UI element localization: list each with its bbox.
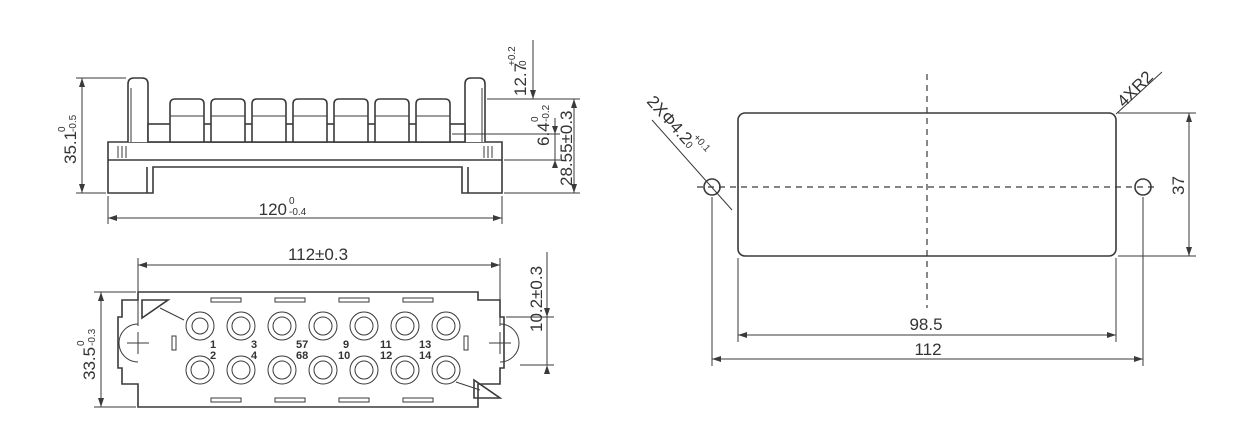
cutout-radius-value: 4XR2: [1113, 67, 1157, 111]
contact-label: 1: [210, 339, 216, 351]
front-view-pitch-value: 112±0.3: [288, 245, 348, 264]
contact-label: 68: [296, 350, 308, 362]
front-view: 1 2 3 4 57 68 9 10 11 12 13 14 112±0.3 3…: [76, 245, 554, 408]
side-view-width-tol-lower: -0.4: [289, 207, 307, 218]
contact-label: 4: [251, 350, 258, 362]
contact-label: 2: [210, 350, 216, 362]
side-view-top-ext-value: 12.7: [511, 63, 530, 96]
side-view-base-outline: [107, 141, 503, 194]
side-view-pin-height-tol-lower: -0.2: [541, 104, 552, 122]
front-view-mount-slot-right: [499, 323, 520, 363]
contact-label: 13: [419, 339, 431, 351]
side-view-pin-height-tol-upper: 0: [530, 116, 541, 122]
side-view-width-value: 120: [259, 200, 287, 219]
front-view-slots: [171, 297, 469, 403]
cutout-height-value: 37: [1169, 176, 1188, 195]
front-view-outline: [117, 291, 505, 408]
front-view-key-triangle-top: [141, 299, 171, 320]
side-view-body-height-value: 28.55±0.3: [557, 110, 576, 186]
contact-label: 3: [251, 339, 257, 351]
cutout-mount-hole-left: [703, 178, 721, 196]
front-view-height-tol-upper: 0: [76, 340, 87, 346]
cutout-pitch-value: 112: [914, 340, 941, 359]
cutout-view: 2XΦ4.2 +0.1 0 4XR2 37 98.5 112: [643, 67, 1196, 366]
side-view: 120 0 -0.4 35.1 0 -0.5 12.7 +0.2 0 6.4: [57, 40, 580, 224]
front-view-height-tol-lower: -0.3: [87, 328, 98, 346]
side-view-latch-ribs: [117, 146, 493, 158]
side-view-total-height-tol-upper: 0: [57, 126, 68, 132]
contact-label: 14: [419, 350, 432, 362]
side-view-total-height-value: 35.1: [61, 131, 80, 164]
contact-label: 57: [296, 339, 308, 351]
side-view-guide-post-right: [464, 77, 486, 142]
front-view-contacts-top: [185, 311, 461, 341]
side-view-guide-post-left: [127, 77, 149, 142]
cutout-mount-hole-right: [1134, 178, 1152, 196]
side-view-terminals: [169, 98, 451, 143]
side-view-pin-height-value: 6.4: [534, 122, 553, 146]
side-view-width-tol-upper: 0: [289, 196, 295, 207]
front-view-contact-labels: 1 2 3 4 57 68 9 10 11 12 13 14: [210, 339, 432, 362]
cutout-hole-dia-tol-lower: 0: [683, 140, 695, 152]
front-view-half-height-value: 10.2±0.3: [527, 266, 546, 332]
contact-label: 10: [338, 350, 350, 362]
contact-label: 12: [380, 350, 392, 362]
front-view-mount-slot-left: [118, 323, 139, 363]
cutout-radius-leader: [1115, 71, 1163, 115]
front-view-key-triangle-bottom: [473, 378, 503, 399]
front-view-height-value: 33.5: [80, 347, 99, 380]
contact-label: 9: [343, 339, 349, 351]
side-view-total-height-tol-lower: -0.5: [68, 114, 79, 132]
contact-label: 11: [380, 339, 392, 351]
side-view-top-ext-tol-upper: +0.2: [507, 46, 518, 66]
front-view-contacts-bottom: [185, 355, 461, 385]
cutout-width-value: 98.5: [909, 315, 942, 334]
side-view-top-ext-tol-lower: 0: [518, 60, 529, 66]
cutout-hole-dia-leader: [651, 119, 733, 211]
